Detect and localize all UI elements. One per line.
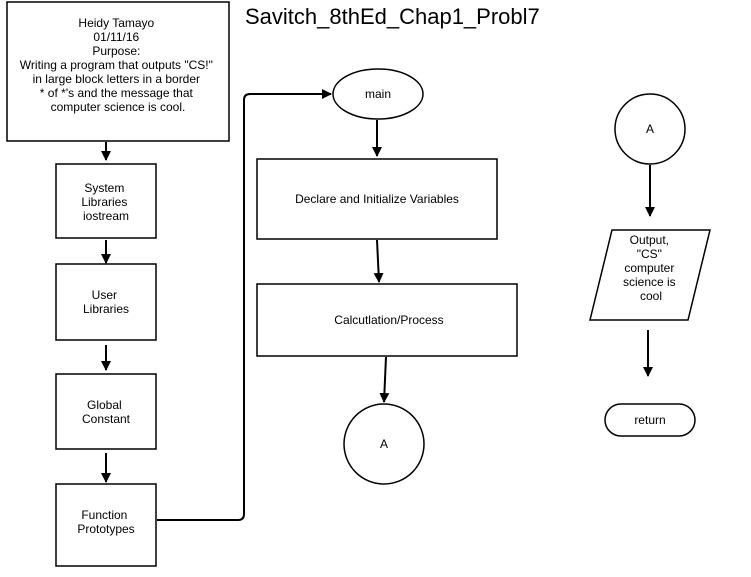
declare-variables-box: Declare and Initialize Variables xyxy=(256,158,498,240)
connector-a-right-label: A xyxy=(646,122,654,136)
output-text: Output, "CS" computer science is cool xyxy=(623,233,679,303)
return-label: return xyxy=(634,413,665,427)
arrow-declare-to-process xyxy=(373,239,384,283)
global-constant-text: Global Constant xyxy=(82,398,131,426)
arrow-process-to-connector xyxy=(379,356,390,403)
process-box: Calcutlation/Process xyxy=(256,283,518,357)
main-terminator: main xyxy=(332,68,424,120)
system-libraries-box: System Libraries iostream xyxy=(55,163,157,239)
header-line: Purpose: xyxy=(92,44,140,58)
output-parallelogram: Output, "CS" computer science is cool xyxy=(589,229,711,321)
header-line: Writing a program that outputs "CS!" xyxy=(20,58,213,72)
diagram-title: Savitch_8thEd_Chap1_Probl7 xyxy=(245,4,540,29)
connector-a-right: A xyxy=(614,93,686,165)
header-box: Heidy Tamayo 01/11/16 Purpose: Writing a… xyxy=(6,1,230,142)
connector-a-middle-label: A xyxy=(380,437,388,451)
global-constant-box: Global Constant xyxy=(55,373,157,450)
header-box-text: Heidy Tamayo 01/11/16 Purpose: Writing a… xyxy=(20,16,216,114)
connector-a-middle: A xyxy=(343,403,425,485)
header-line: Heidy Tamayo xyxy=(78,16,154,30)
header-line: 01/11/16 xyxy=(93,30,139,44)
declare-variables-label: Declare and Initialize Variables xyxy=(295,192,459,206)
function-prototypes-text: Function Prototypes xyxy=(77,508,134,536)
system-libraries-text: System Libraries iostream xyxy=(81,181,130,223)
header-line: computer science is cool. xyxy=(51,100,186,114)
arrow-function-to-main xyxy=(157,89,332,521)
process-label: Calcutlation/Process xyxy=(334,313,443,327)
header-line: * of *'s and the message that xyxy=(40,86,194,100)
function-prototypes-box: Function Prototypes xyxy=(55,483,157,567)
main-label: main xyxy=(365,87,391,101)
user-libraries-text: User Libraries xyxy=(83,288,129,316)
header-line: in large block letters in a border xyxy=(33,72,200,86)
return-terminator: return xyxy=(604,403,696,437)
user-libraries-box: User Libraries xyxy=(55,263,157,341)
